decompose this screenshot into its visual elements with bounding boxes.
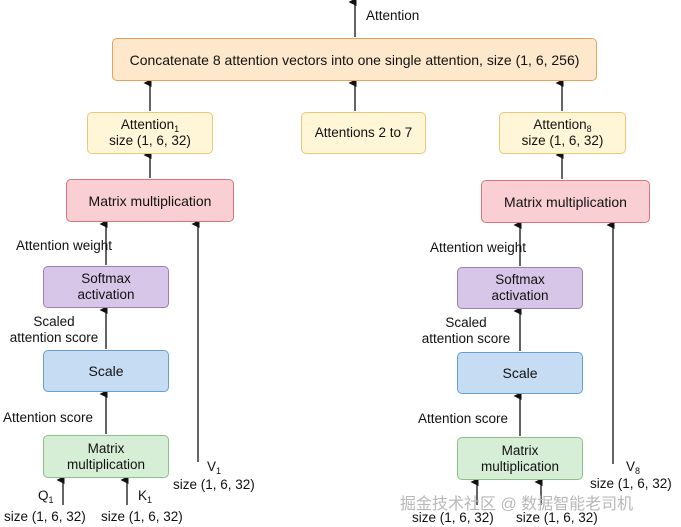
left-attention-weight-label: Attention weight: [16, 238, 113, 253]
right-matmul-line2: multiplication: [480, 458, 560, 474]
right-scale-box: Scale: [457, 352, 583, 394]
left-scaled-line2: attention score: [9, 330, 99, 345]
right-matmul-bottom-box: Matrix multiplication: [457, 437, 583, 480]
right-scaled-score-label: Scaled attention score: [418, 315, 514, 347]
left-matmul-line1: Matrix: [87, 440, 125, 456]
left-v-label: V1: [207, 459, 222, 476]
left-scale-box: Scale: [43, 350, 169, 392]
right-v-size: size (1, 6, 32): [590, 476, 672, 491]
attentions-2-7-box: Attentions 2 to 7: [301, 112, 426, 154]
left-matmul-bottom-box: Matrix multiplication: [43, 435, 169, 478]
attention-1-size: size (1, 6, 32): [109, 133, 191, 148]
left-k-subscript: 1: [147, 495, 153, 505]
attention-8-size: size (1, 6, 32): [521, 133, 604, 148]
left-k-label: K1: [138, 488, 153, 505]
left-softmax-box: Softmax activation: [43, 266, 169, 308]
left-v-name: V: [207, 459, 217, 474]
left-attention-score-label: Attention score: [3, 410, 94, 425]
right-scaled-line1: Scaled: [445, 315, 487, 330]
right-k-size: size (1, 6, 32): [516, 510, 598, 525]
right-softmax-line2: activation: [491, 288, 549, 303]
right-v-subscript: 8: [635, 466, 641, 476]
right-matmul-line1: Matrix: [501, 442, 539, 458]
left-matmul-top-box: Matrix multiplication: [66, 179, 234, 222]
right-q-size: size (1, 6, 32): [412, 510, 494, 525]
left-k-size: size (1, 6, 32): [101, 509, 183, 524]
left-q-size: size (1, 6, 32): [4, 509, 86, 524]
left-v-size: size (1, 6, 32): [173, 477, 255, 492]
right-matmul-top-box: Matrix multiplication: [481, 180, 650, 223]
left-q-label: Q1: [38, 488, 54, 505]
attention-1-box: Attention1 size (1, 6, 32): [87, 112, 213, 154]
left-k-name: K: [138, 488, 148, 503]
right-softmax-line1: Softmax: [495, 272, 545, 287]
output-label: Attention: [366, 8, 420, 23]
left-q-name: Q: [38, 488, 49, 503]
left-v-subscript: 1: [216, 466, 222, 476]
left-scaled-line1: Scaled: [33, 314, 75, 329]
right-v-label: V8: [626, 459, 641, 476]
left-q-subscript: 1: [48, 495, 54, 505]
left-matmul-line2: multiplication: [66, 456, 146, 472]
attention-8-subscript: 8: [586, 124, 592, 134]
left-softmax-line2: activation: [77, 287, 135, 302]
concat-box: Concatenate 8 attention vectors into one…: [112, 38, 597, 81]
watermark: 掘金技术社区 @ 数据智能老司机: [400, 496, 634, 513]
attention-1-subscript: 1: [174, 124, 180, 134]
attention-1-name: Attention: [120, 117, 175, 132]
right-scaled-line2: attention score: [421, 331, 511, 346]
right-v-name: V: [626, 459, 636, 474]
attention-8-name: Attention: [533, 117, 587, 132]
attention-8-box: Attention8 size (1, 6, 32): [499, 112, 626, 154]
left-scaled-score-label: Scaled attention score: [6, 314, 102, 346]
right-attention-weight-label: Attention weight: [430, 240, 527, 255]
left-softmax-line1: Softmax: [81, 271, 131, 286]
right-softmax-box: Softmax activation: [457, 267, 583, 309]
right-attention-score-label: Attention score: [418, 411, 509, 426]
